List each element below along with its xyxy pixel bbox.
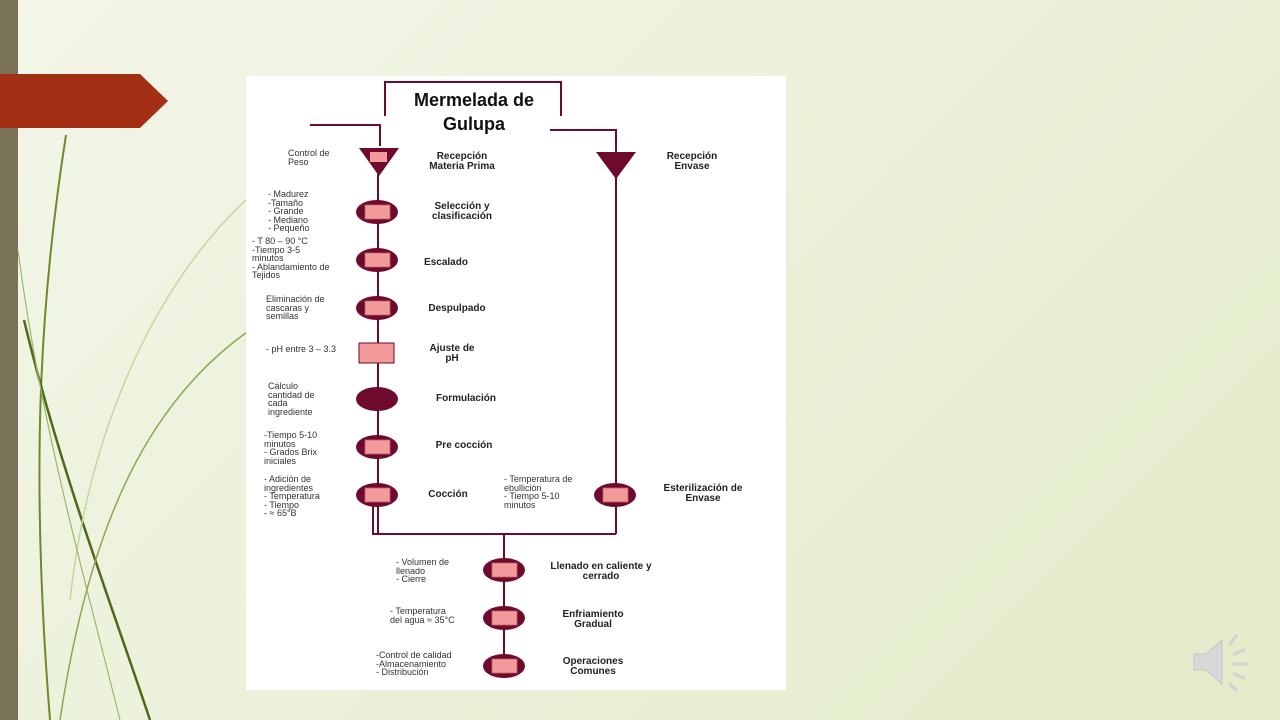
stage-label: Selección y clasificación xyxy=(431,201,493,222)
stage-label: Pre cocción xyxy=(435,440,493,451)
stage-label: Esterilización de Envase xyxy=(663,483,743,504)
stage-note: - T 80 – 90 °C -Tiempo 3-5 minutos - Abl… xyxy=(252,236,330,281)
decorative-swoosh xyxy=(17,134,251,720)
circle-symbol xyxy=(356,435,398,459)
diagram-title: Mermelada de Gulupa xyxy=(413,90,535,134)
stage-label: Despulpado xyxy=(428,303,486,314)
triangle-symbol xyxy=(359,148,399,176)
stage-note: - pH entre 3 – 3.3 xyxy=(266,344,337,354)
circle-symbol xyxy=(356,483,398,507)
triangle-symbol xyxy=(596,152,636,179)
title-accent-tab xyxy=(0,74,168,128)
circle-symbol xyxy=(483,654,525,678)
stage-label: Enfriamiento Gradual xyxy=(562,609,624,630)
circle-symbol xyxy=(356,248,398,272)
stage-label: Recepción Envase xyxy=(666,151,718,172)
dark-circle-symbol xyxy=(356,387,398,411)
stage-label: Ajuste de pH xyxy=(429,343,475,364)
stage-label: Operaciones Comunes xyxy=(562,656,624,677)
stage-label: Llenado en caliente y cerrado xyxy=(550,561,652,582)
stage-label: Formulación xyxy=(435,393,496,404)
side-bar xyxy=(0,0,18,720)
circle-symbol xyxy=(483,558,525,582)
flowchart-panel: Mermelada de Gulupa Recepción Materia Pr… xyxy=(246,76,786,690)
stage-note: Eliminación de cascaras y semillas xyxy=(266,294,325,322)
stage-note: - Temperatura del agua ≈ 35°C xyxy=(390,606,455,625)
stage-label: Recepción Materia Prima xyxy=(429,151,495,172)
stage-note: - Volumen de llenado - Cierre xyxy=(396,557,450,585)
stage-note: -Tiempo 5-10 minutos - Grados Brix inici… xyxy=(264,430,318,466)
stage-note: Cálculo cantidad de cada ingrediente xyxy=(268,381,315,417)
stage-note: Control de Peso xyxy=(288,148,330,167)
stage-note: - Temperatura de ebullición - Tiempo 5-1… xyxy=(504,474,573,510)
flowchart-connectors xyxy=(310,81,636,678)
circle-symbol xyxy=(356,200,398,224)
stage-note: - Madurez -Tamaño - Grande - Mediano - P… xyxy=(268,189,310,234)
circle-symbol xyxy=(356,296,398,320)
stage-note: - Adición de ingredientes - Temperatura … xyxy=(264,474,320,519)
square-symbol xyxy=(358,342,395,364)
circle-symbol xyxy=(594,483,636,507)
speaker-icon[interactable] xyxy=(1188,632,1252,692)
stage-label: Cocción xyxy=(428,489,468,500)
circle-symbol xyxy=(483,606,525,630)
stage-note: -Control de calidad -Almacenamiento - Di… xyxy=(376,650,452,678)
stage-label: Escalado xyxy=(424,257,468,268)
